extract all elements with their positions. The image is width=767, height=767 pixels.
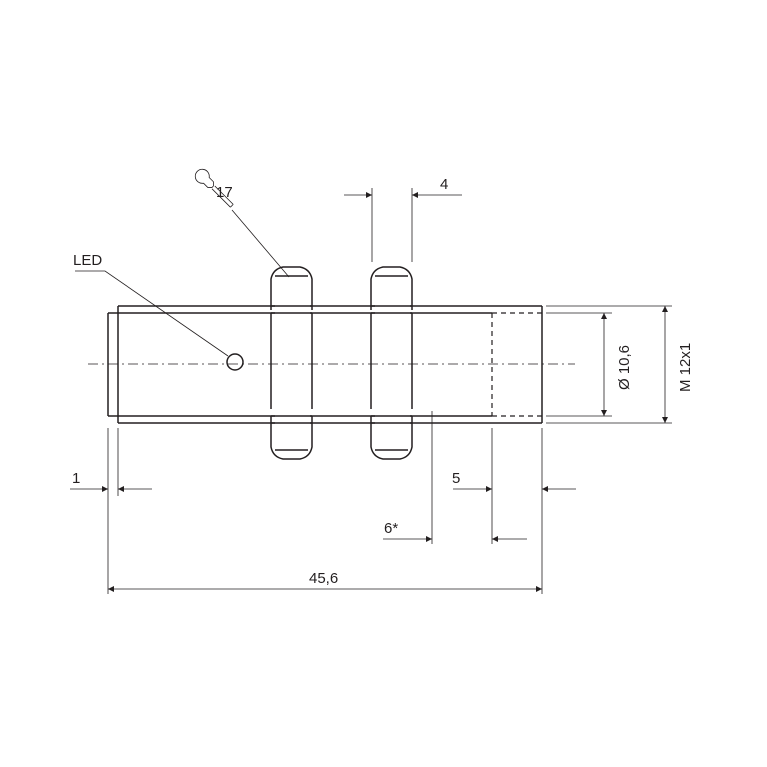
dimension-face-offset: 1 <box>70 428 152 594</box>
inner-diameter-label: Ø 10,6 <box>616 345 633 390</box>
wrench-size-label: 17 <box>216 184 233 201</box>
led-indicator <box>226 353 244 371</box>
total-length-label: 45,6 <box>309 570 338 587</box>
dimension-total-length: 45,6 <box>108 570 542 592</box>
free-zone-label: 5 <box>452 470 460 487</box>
hex-nut-right <box>370 266 413 460</box>
led-label: LED <box>73 252 102 269</box>
wrench-icon <box>194 168 234 208</box>
face-offset-label: 1 <box>72 470 80 487</box>
nut-thickness-label: 4 <box>440 176 448 193</box>
dimension-thread: M 12x1 <box>546 305 694 424</box>
dimension-inner-diameter: Ø 10,6 <box>546 312 633 417</box>
hex-nut-left <box>270 266 313 460</box>
free-zone-star-label: 6* <box>384 520 398 537</box>
dimension-free-zone: 5 <box>452 428 576 594</box>
dimension-nut-thickness: 4 <box>344 176 462 262</box>
led-leader: LED <box>73 252 229 357</box>
wrench-size-callout: 17 <box>194 168 290 278</box>
sensor-body <box>107 305 543 424</box>
thread-label: M 12x1 <box>677 343 694 392</box>
dimension-free-zone-star: 6* <box>383 411 527 544</box>
